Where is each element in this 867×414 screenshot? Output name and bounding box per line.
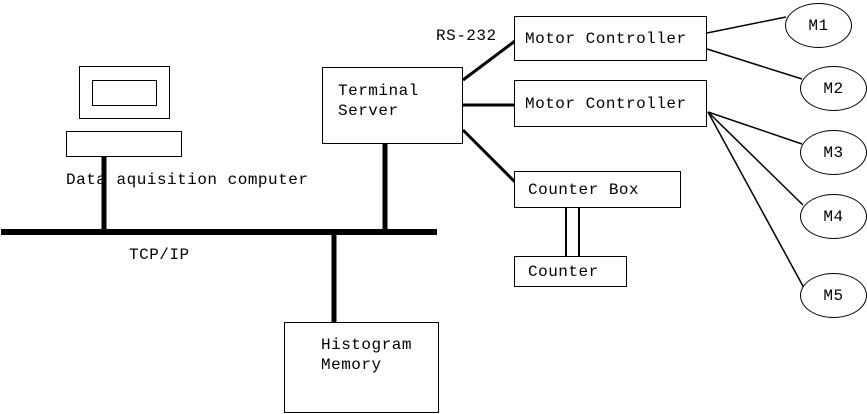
- motor-controller-2-box: Motor Controller: [514, 80, 707, 127]
- motor-m5-label: M5: [823, 286, 844, 305]
- motor-m4-ellipse: M4: [800, 194, 867, 239]
- motor-m5-ellipse: M5: [800, 273, 867, 318]
- rs232-label: RS-232: [436, 27, 497, 45]
- histogram-memory-label-line1: Histogram: [321, 336, 412, 354]
- histogram-memory-label-line2: Memory: [321, 356, 382, 374]
- motor-m3-label: M3: [823, 143, 844, 162]
- terminal-server-label-line1: Terminal: [338, 82, 419, 100]
- counter-box-label: Counter Box: [528, 180, 640, 199]
- tcpip-label: TCP/IP: [129, 246, 190, 264]
- mc1-to-m2-line: [706, 48, 803, 80]
- computer-monitor-icon: [79, 66, 170, 119]
- rs232-line-to-counter-box: [461, 128, 517, 184]
- terminal-server-label-line2: Server: [338, 102, 399, 120]
- motor-m3-ellipse: M3: [800, 130, 867, 175]
- mc2-to-m5-line: [707, 111, 805, 289]
- histogram-memory-box: Histogram Memory: [284, 322, 439, 413]
- motor-controller-1-label: Motor Controller: [525, 29, 687, 48]
- computer-keyboard-icon: [66, 131, 182, 157]
- counter-label: Counter: [528, 262, 599, 281]
- motor-m4-label: M4: [823, 207, 844, 226]
- counter-box: Counter: [514, 256, 627, 287]
- motor-controller-2-label: Motor Controller: [525, 94, 687, 113]
- motor-m2-label: M2: [823, 79, 844, 98]
- terminal-server-box: Terminal Server: [322, 67, 463, 144]
- motor-m1-label: M1: [808, 16, 829, 35]
- counter-box-box: Counter Box: [514, 171, 681, 208]
- mc2-to-m4-line: [707, 111, 804, 206]
- motor-controller-1-box: Motor Controller: [514, 16, 707, 61]
- motor-m2-ellipse: M2: [800, 66, 867, 111]
- computer-screen-icon: [92, 80, 157, 106]
- data-acquisition-computer-label: Data aquisition computer: [66, 171, 309, 189]
- motor-m1-ellipse: M1: [785, 3, 852, 48]
- mc2-to-m3-line: [707, 111, 803, 145]
- mc1-to-m1-line: [706, 16, 787, 34]
- rs232-line-to-motor-controller-1: [462, 39, 516, 82]
